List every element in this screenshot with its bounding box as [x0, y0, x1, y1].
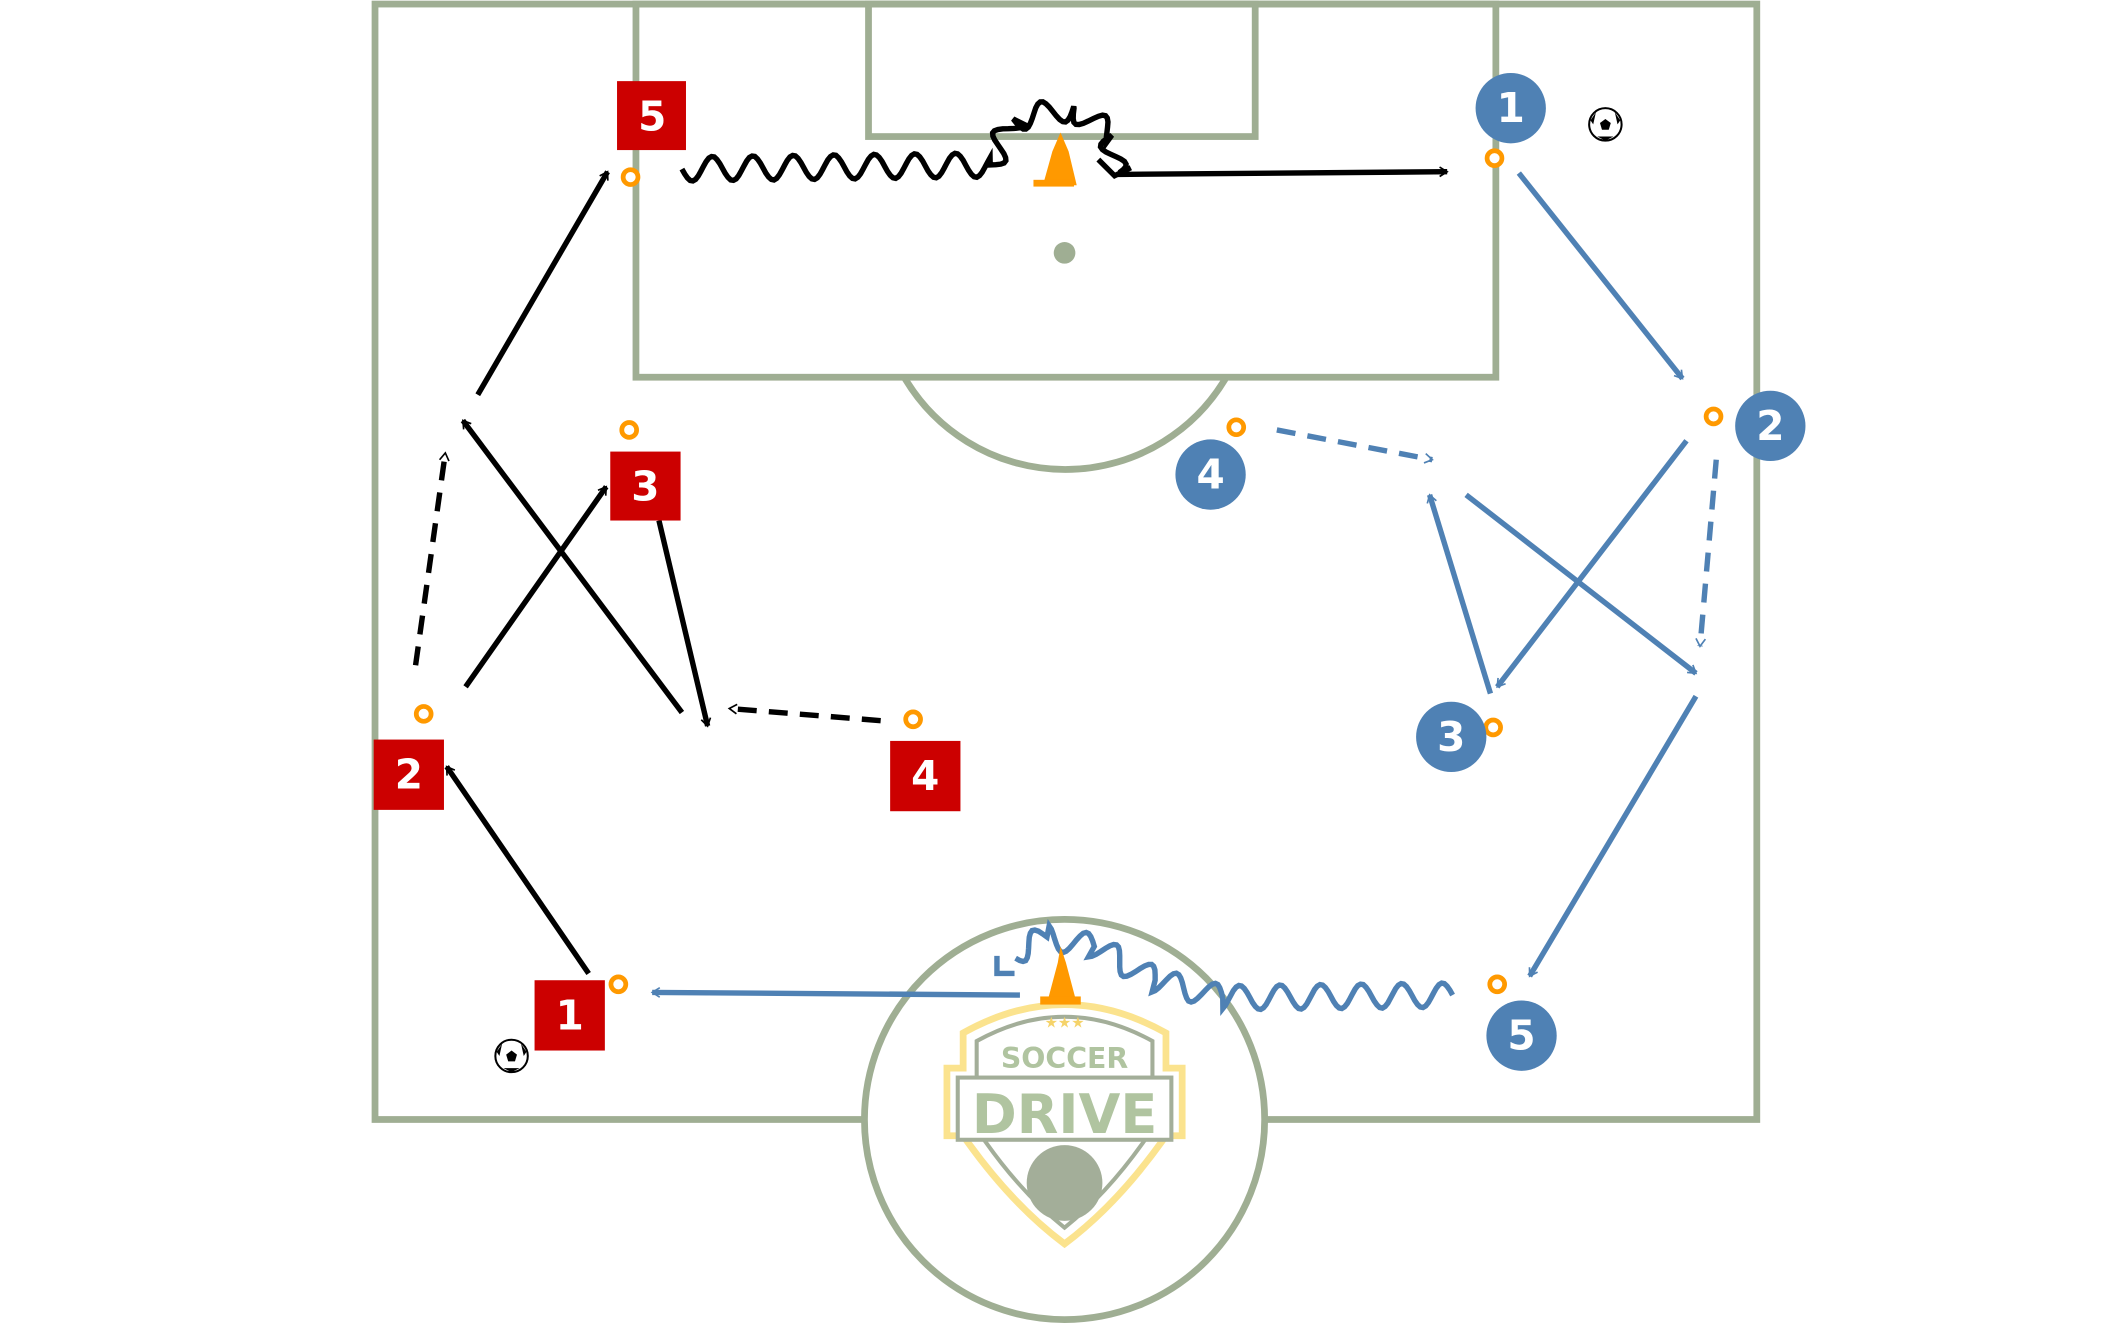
- cone-icon: [1033, 132, 1077, 187]
- pass-arrow: [1495, 439, 1689, 689]
- blue-player-4[interactable]: 4: [1175, 439, 1246, 510]
- penalty-arc: [902, 376, 1229, 473]
- soccer-ball-icon: [494, 1038, 529, 1074]
- soccer-drive-logo: ★★★ SOCCER DRIVE: [943, 1001, 1186, 1249]
- pass-arrow: [444, 765, 591, 975]
- blue-player-3[interactable]: 3: [1416, 701, 1487, 773]
- soccer-ball-icon: [1588, 107, 1623, 142]
- marker-ring-icon: [1226, 417, 1247, 438]
- pass-arrow: [1426, 493, 1494, 695]
- marker-ring-icon: [1483, 717, 1503, 738]
- marker-ring-icon: [1487, 974, 1508, 995]
- logo-soccer: SOCCER: [1001, 1042, 1129, 1075]
- blue-player-5[interactable]: 5: [1486, 1000, 1557, 1071]
- dribble-wave: [1014, 918, 1455, 1016]
- player-label: 2: [395, 751, 423, 799]
- player-label: 1: [1497, 84, 1525, 132]
- player-label: 3: [1437, 713, 1465, 761]
- run-arrow-dashed: [727, 703, 881, 724]
- logo-stars: ★★★: [1045, 1014, 1085, 1032]
- pass-arrow: [460, 418, 685, 715]
- cone-icon: [1040, 946, 1081, 1005]
- pass-arrow: [1527, 694, 1699, 978]
- blue-team-paths: [650, 171, 1719, 1016]
- marker-ring-icon: [1484, 148, 1505, 168]
- pass-arrow: [1117, 166, 1449, 178]
- red-player-2[interactable]: 2: [373, 739, 444, 810]
- goal-area: [865, 0, 1259, 140]
- run-arrow-dashed: [412, 451, 450, 666]
- pass-arrow: [1464, 492, 1698, 676]
- arrow-head-icon: [994, 955, 1015, 977]
- pass-arrow: [650, 987, 1020, 998]
- player-label: 4: [1196, 451, 1224, 499]
- logo-drive: DRIVE: [972, 1083, 1157, 1146]
- marker-ring-icon: [620, 167, 641, 187]
- marker-ring-icon: [608, 974, 629, 995]
- run-arrow-dashed: [1695, 459, 1719, 648]
- markers: [413, 148, 1724, 995]
- player-label: 5: [638, 92, 666, 140]
- marker-ring-icon: [1703, 406, 1724, 427]
- red-team-paths: [412, 99, 1449, 975]
- marker-ring-icon: [903, 709, 923, 730]
- pass-arrow: [463, 485, 609, 689]
- player-label: 4: [911, 752, 939, 800]
- pass-arrow: [475, 170, 610, 397]
- pass-arrow: [656, 519, 712, 728]
- penalty-spot: [1053, 242, 1076, 264]
- marker-ring-icon: [413, 704, 434, 724]
- red-player-5[interactable]: 5: [617, 81, 686, 151]
- pass-arrow: [1516, 171, 1685, 381]
- blue-player-2[interactable]: 2: [1735, 390, 1806, 462]
- red-player-4[interactable]: 4: [890, 740, 961, 812]
- player-label: 5: [1507, 1012, 1535, 1060]
- dribble-wave: [679, 99, 1129, 184]
- player-label: 2: [1756, 402, 1784, 450]
- red-player-3[interactable]: 3: [610, 451, 681, 521]
- player-label: 3: [631, 463, 659, 511]
- marker-ring-icon: [619, 420, 640, 440]
- penalty-box: [632, 0, 1500, 381]
- blue-player-1[interactable]: 1: [1475, 73, 1546, 144]
- arrow-head-icon: [1096, 157, 1133, 180]
- run-arrow-dashed: [1276, 427, 1434, 464]
- player-label: 1: [556, 991, 584, 1039]
- red-player-1[interactable]: 1: [534, 980, 605, 1051]
